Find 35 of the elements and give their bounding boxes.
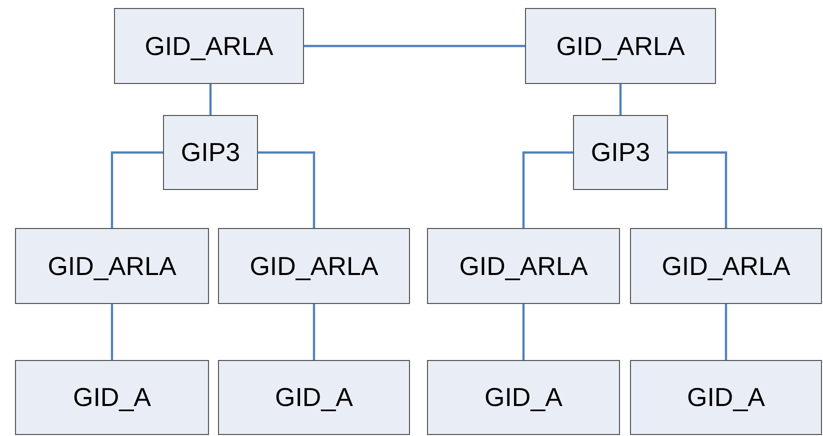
box-label: GID_A — [274, 381, 354, 414]
gene-box — [218, 360, 410, 435]
connector-line — [209, 84, 212, 115]
box-label: GID_A — [72, 381, 152, 414]
connector-line — [522, 151, 573, 228]
connector-line — [724, 304, 728, 360]
gene-box — [218, 228, 410, 304]
box-label: GIP3 — [180, 136, 240, 169]
connector-line — [619, 84, 622, 115]
connector-line — [304, 44, 525, 48]
connector-line — [110, 304, 114, 360]
box-label: GIP3 — [590, 136, 650, 169]
box-label: GID_ARLA — [662, 250, 790, 282]
gene-box — [630, 228, 822, 304]
connector-line — [258, 151, 316, 228]
connector-line — [522, 304, 525, 360]
gene-box — [163, 115, 258, 190]
connector-line — [312, 304, 316, 360]
box-label: GID_A — [686, 381, 766, 414]
gene-box — [114, 8, 304, 84]
gene-box — [427, 228, 620, 304]
gene-box — [15, 360, 209, 435]
connector-line — [110, 151, 163, 228]
box-label: GID_ARLA — [459, 250, 588, 282]
box-label: GID_ARLA — [556, 30, 685, 62]
box-label: GID_ARLA — [48, 250, 176, 282]
box-label: GID_ARLA — [250, 250, 378, 282]
connector-line — [668, 151, 728, 228]
box-label: GID_A — [484, 381, 563, 414]
gene-box — [573, 115, 668, 190]
box-label: GID_ARLA — [144, 30, 274, 62]
gene-box — [525, 8, 716, 84]
gene-box — [15, 228, 209, 304]
gene-box — [427, 360, 620, 435]
gene-box — [630, 360, 822, 435]
